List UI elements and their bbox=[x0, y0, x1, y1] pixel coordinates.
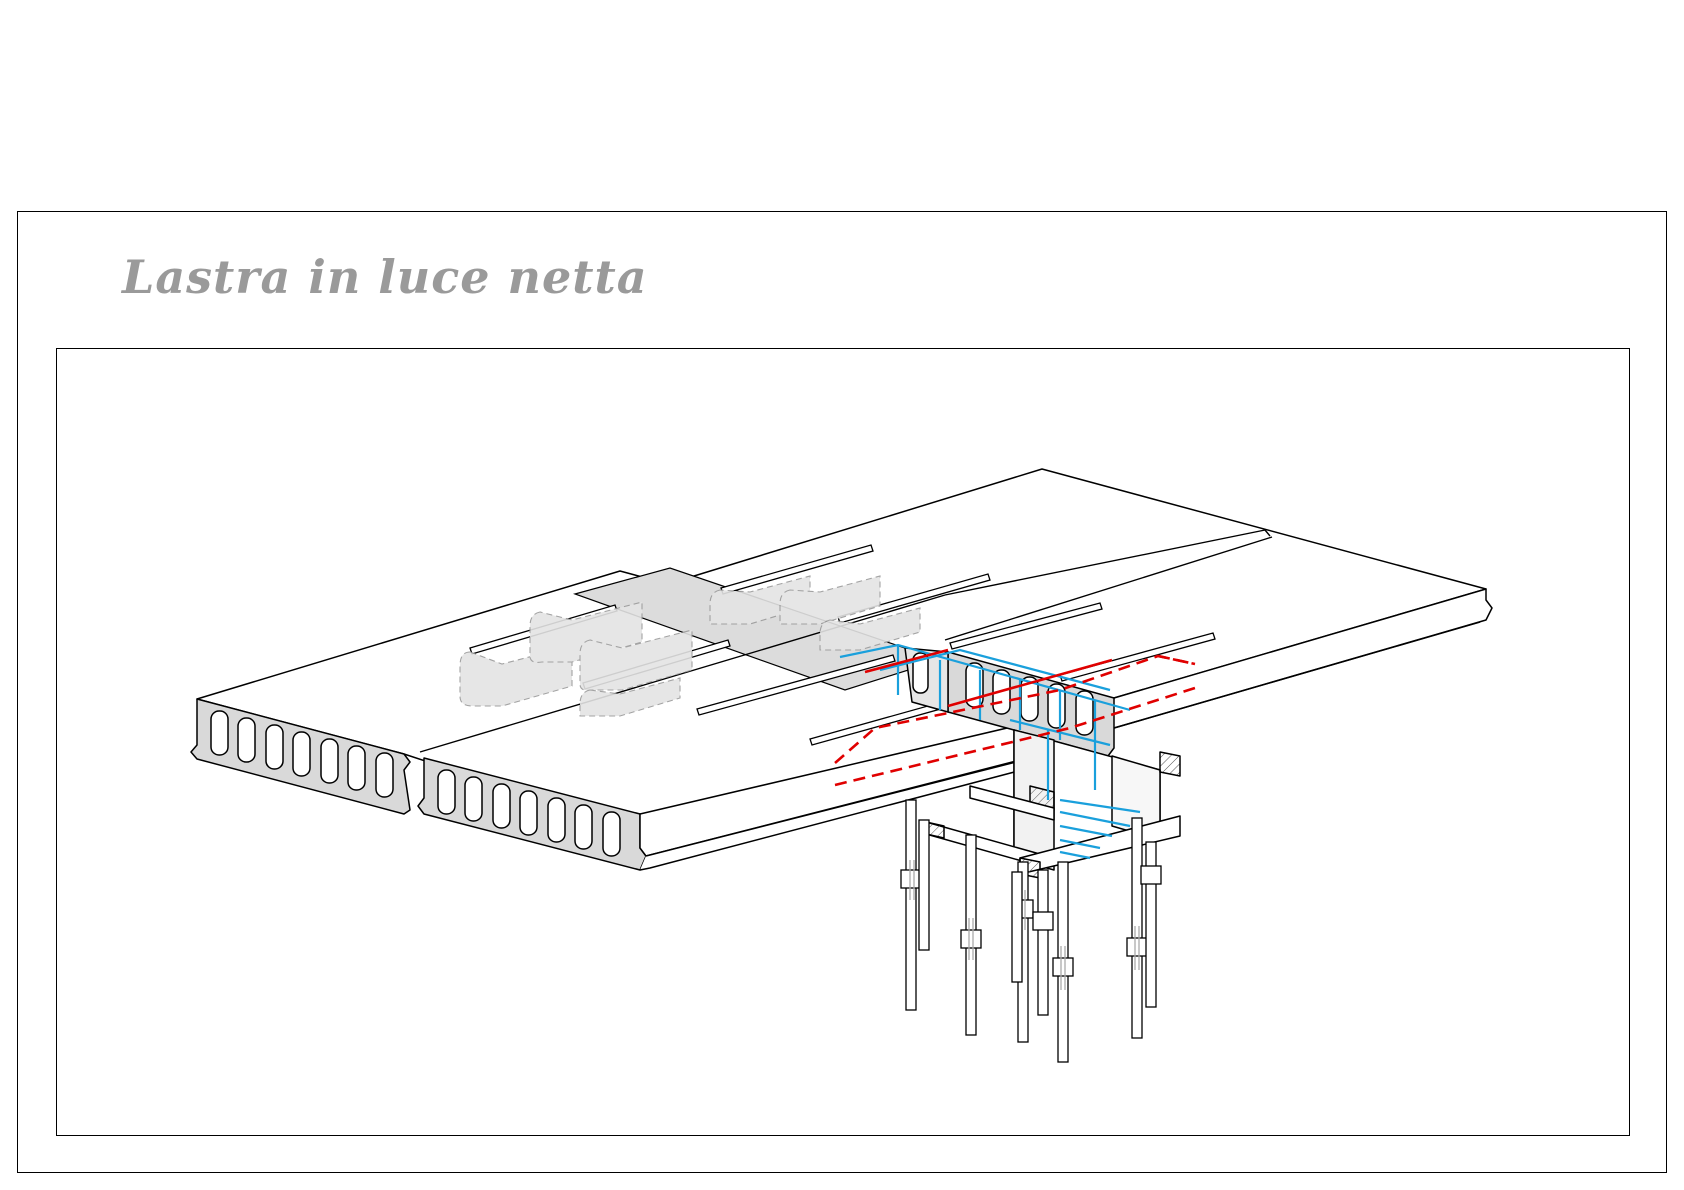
slab-joints bbox=[419, 529, 1273, 753]
left-slab-section bbox=[190, 698, 411, 815]
prop bbox=[1131, 817, 1143, 1039]
formwork-trough bbox=[925, 729, 1181, 879]
prop bbox=[905, 799, 917, 1011]
prop bbox=[1037, 869, 1049, 1016]
drawing-frame bbox=[56, 348, 1630, 1136]
reinforcement bbox=[839, 643, 1141, 860]
ghost-voids bbox=[459, 575, 921, 717]
prop bbox=[918, 819, 930, 951]
page-title: Lastra in luce netta bbox=[122, 250, 648, 304]
shoring-props bbox=[900, 799, 1162, 1063]
prop bbox=[1145, 841, 1157, 1008]
outer-frame bbox=[17, 211, 1667, 1173]
cut-lines bbox=[834, 648, 1196, 787]
middle-slab-section bbox=[417, 724, 1023, 871]
prop bbox=[1011, 871, 1023, 983]
